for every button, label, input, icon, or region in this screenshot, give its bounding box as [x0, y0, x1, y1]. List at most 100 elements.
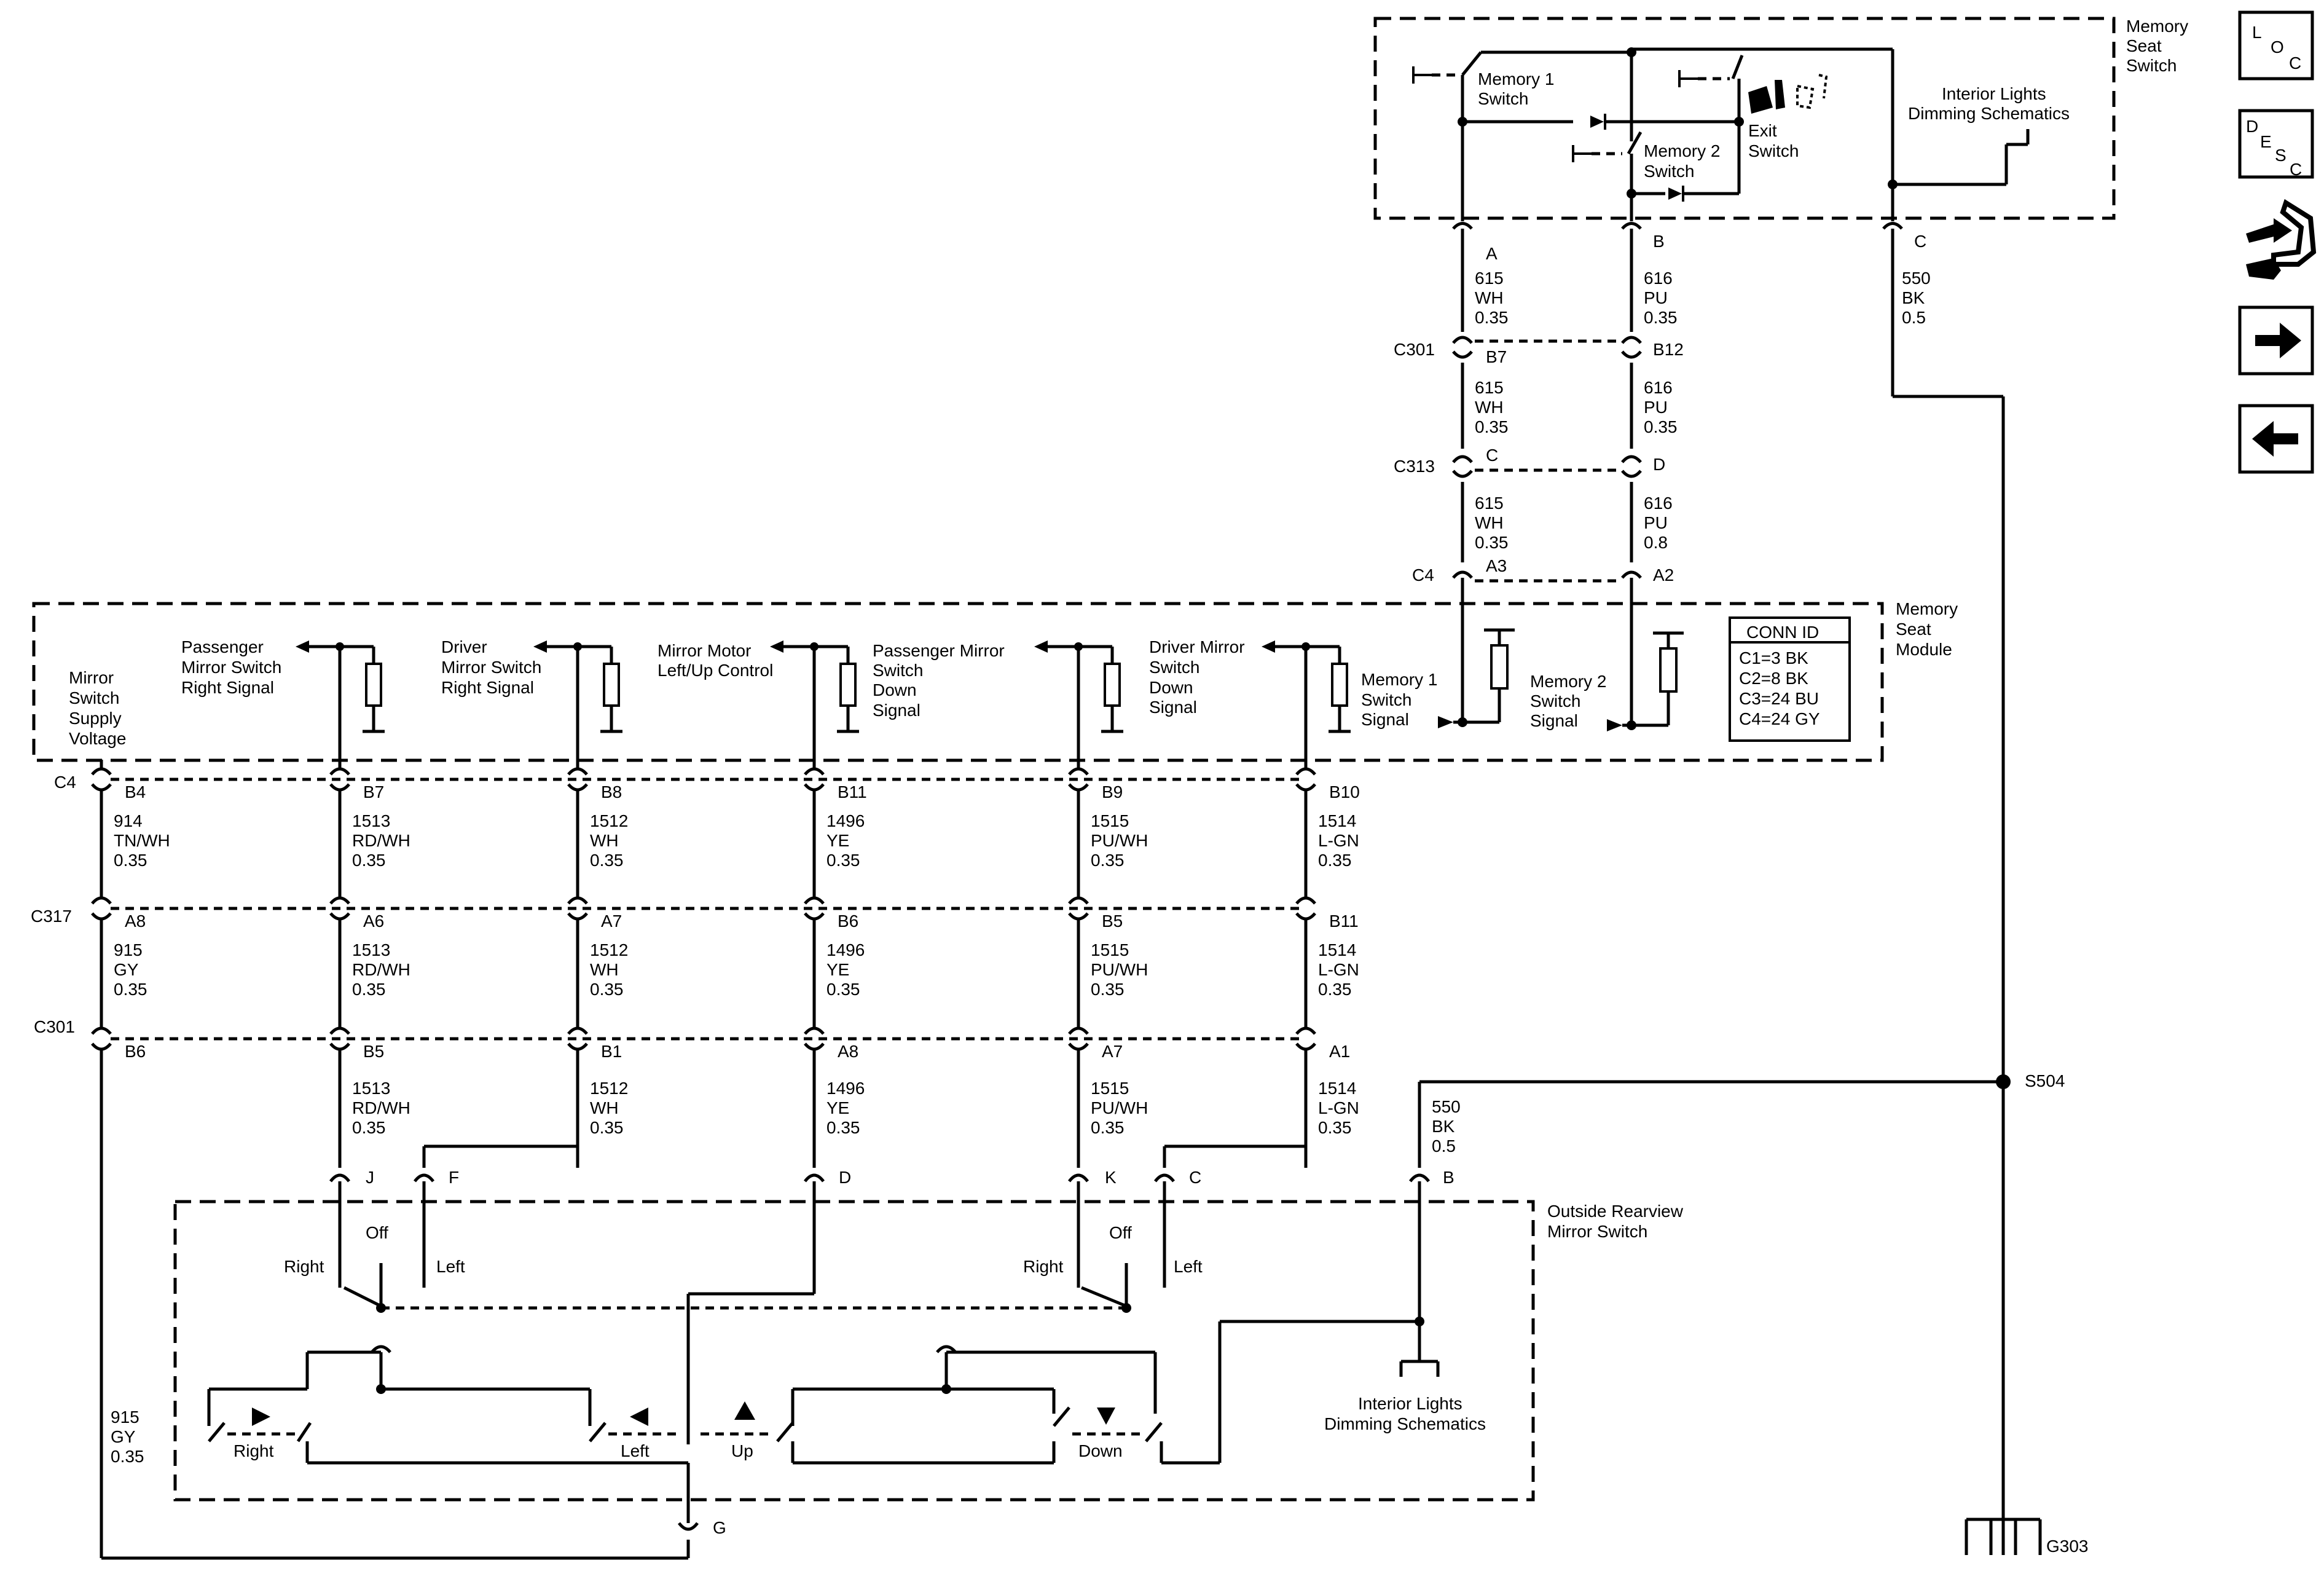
svg-text:C2=8 BK: C2=8 BK: [1739, 669, 1808, 688]
resistor: [1104, 663, 1121, 707]
svg-text:Dimming Schematics: Dimming Schematics: [1908, 104, 2070, 123]
connector-socket: [1068, 767, 1089, 776]
connector-pin: [329, 1042, 350, 1051]
svg-text:Memory 2: Memory 2: [1530, 672, 1606, 691]
junction: [1074, 642, 1083, 651]
wire-number: 1515: [1091, 1079, 1129, 1098]
svg-text:550: 550: [1432, 1097, 1461, 1116]
svg-text:Passenger: Passenger: [181, 637, 264, 656]
pin-label: B4: [125, 782, 146, 801]
connector-socket: [329, 896, 350, 905]
connector-socket: [91, 767, 112, 776]
svg-text:550: 550: [1902, 269, 1931, 288]
connector-socket: [804, 1026, 825, 1035]
svg-text:BK: BK: [1432, 1117, 1455, 1136]
connector-pin: [1295, 783, 1316, 792]
svg-text:Right: Right: [1023, 1257, 1064, 1276]
outside-mirror-switch: Outside Rearview Mirror Switch J F D K C…: [173, 1168, 1684, 1537]
up-arrow-icon: [734, 1401, 755, 1420]
svg-text:Signal: Signal: [873, 701, 921, 720]
connector-pin: [329, 912, 350, 921]
pin-label: B9: [1102, 782, 1123, 801]
svg-text:0.35: 0.35: [111, 1447, 144, 1466]
wire-number: 1513: [352, 811, 390, 830]
svg-text:S: S: [2275, 146, 2287, 165]
pin-label: A8: [125, 912, 146, 931]
seat-icon-dashed: [1796, 74, 1828, 109]
wire-color: GY: [114, 960, 139, 979]
loc-button[interactable]: L O C: [2238, 10, 2314, 81]
wire-number: 1512: [590, 940, 628, 959]
junction: [573, 642, 582, 651]
svg-text:Supply: Supply: [69, 709, 122, 728]
connector-pin: [1068, 912, 1089, 921]
svg-text:Switch: Switch: [2126, 56, 2177, 75]
connector-pin: [91, 912, 112, 921]
wire-number: 1513: [352, 940, 390, 959]
svg-text:615: 615: [1475, 269, 1504, 288]
pin-label: A8: [838, 1042, 858, 1061]
wire-gauge: 0.35: [352, 1118, 386, 1137]
wire-number: 1496: [826, 940, 865, 959]
svg-text:Memory: Memory: [2126, 17, 2188, 36]
svg-text:Right: Right: [234, 1441, 274, 1460]
wire-number: 1515: [1091, 940, 1129, 959]
wire-color: RD/WH: [352, 960, 410, 979]
connector-socket: [567, 896, 588, 905]
connector-pin: [91, 783, 112, 792]
svg-text:Memory 1: Memory 1: [1478, 69, 1554, 89]
svg-text:D: D: [839, 1168, 851, 1187]
connector-socket: [1295, 896, 1316, 905]
wire-number: 915: [114, 940, 143, 959]
svg-text:B: B: [1443, 1168, 1454, 1187]
wire-color: YE: [826, 960, 849, 979]
connector-pin: [1068, 783, 1089, 792]
resistor: [839, 663, 857, 707]
svg-text:PU: PU: [1644, 288, 1668, 307]
svg-text:PU: PU: [1644, 513, 1668, 532]
tools-icon[interactable]: [2246, 199, 2317, 280]
wire-gauge: 0.35: [352, 851, 386, 870]
svg-text:C4=24 GY: C4=24 GY: [1739, 709, 1820, 728]
svg-text:WH: WH: [1475, 288, 1504, 307]
wire-number: 1514: [1318, 811, 1356, 830]
svg-text:Memory: Memory: [1896, 599, 1958, 618]
svg-text:PU: PU: [1644, 398, 1668, 417]
connector-pin: [1295, 912, 1316, 921]
output-arrow-icon: [1262, 640, 1275, 653]
svg-text:E: E: [2260, 132, 2272, 151]
svg-text:L: L: [2252, 23, 2262, 42]
svg-text:Switch: Switch: [1149, 658, 1199, 677]
wire-color: PU/WH: [1091, 831, 1148, 850]
svg-text:915: 915: [111, 1408, 139, 1427]
svg-text:Driver Mirror: Driver Mirror: [1149, 637, 1245, 656]
resistor: [603, 663, 620, 707]
connector-pin: [567, 783, 588, 792]
desc-button[interactable]: D E S C: [2238, 109, 2314, 179]
next-arrow-button[interactable]: [2238, 305, 2314, 376]
svg-text:Signal: Signal: [1149, 698, 1197, 717]
wire-color: PU/WH: [1091, 1098, 1148, 1117]
svg-text:Voltage: Voltage: [69, 729, 126, 748]
svg-text:Module: Module: [1896, 640, 1952, 659]
svg-text:Switch: Switch: [1361, 690, 1411, 709]
svg-text:C1=3 BK: C1=3 BK: [1739, 648, 1808, 667]
wire-color: RD/WH: [352, 831, 410, 850]
pin-label: B6: [838, 912, 858, 931]
connector-socket: [567, 767, 588, 776]
svg-text:Outside Rearview: Outside Rearview: [1547, 1202, 1684, 1221]
connector-pin: [804, 1042, 825, 1051]
svg-text:615: 615: [1475, 494, 1504, 513]
wire-color: PU/WH: [1091, 960, 1148, 979]
svg-text:A2: A2: [1653, 565, 1674, 585]
svg-text:G: G: [713, 1518, 726, 1537]
svg-text:K: K: [1105, 1168, 1117, 1187]
wire-color: WH: [590, 960, 619, 979]
output-arrow-icon: [533, 640, 547, 653]
svg-text:0.35: 0.35: [1644, 308, 1678, 327]
wire-color: L-GN: [1318, 1098, 1359, 1117]
wire-color: L-GN: [1318, 831, 1359, 850]
svg-text:Passenger Mirror: Passenger Mirror: [873, 641, 1005, 660]
wire-color: YE: [826, 831, 849, 850]
back-arrow-button[interactable]: [2238, 404, 2314, 474]
